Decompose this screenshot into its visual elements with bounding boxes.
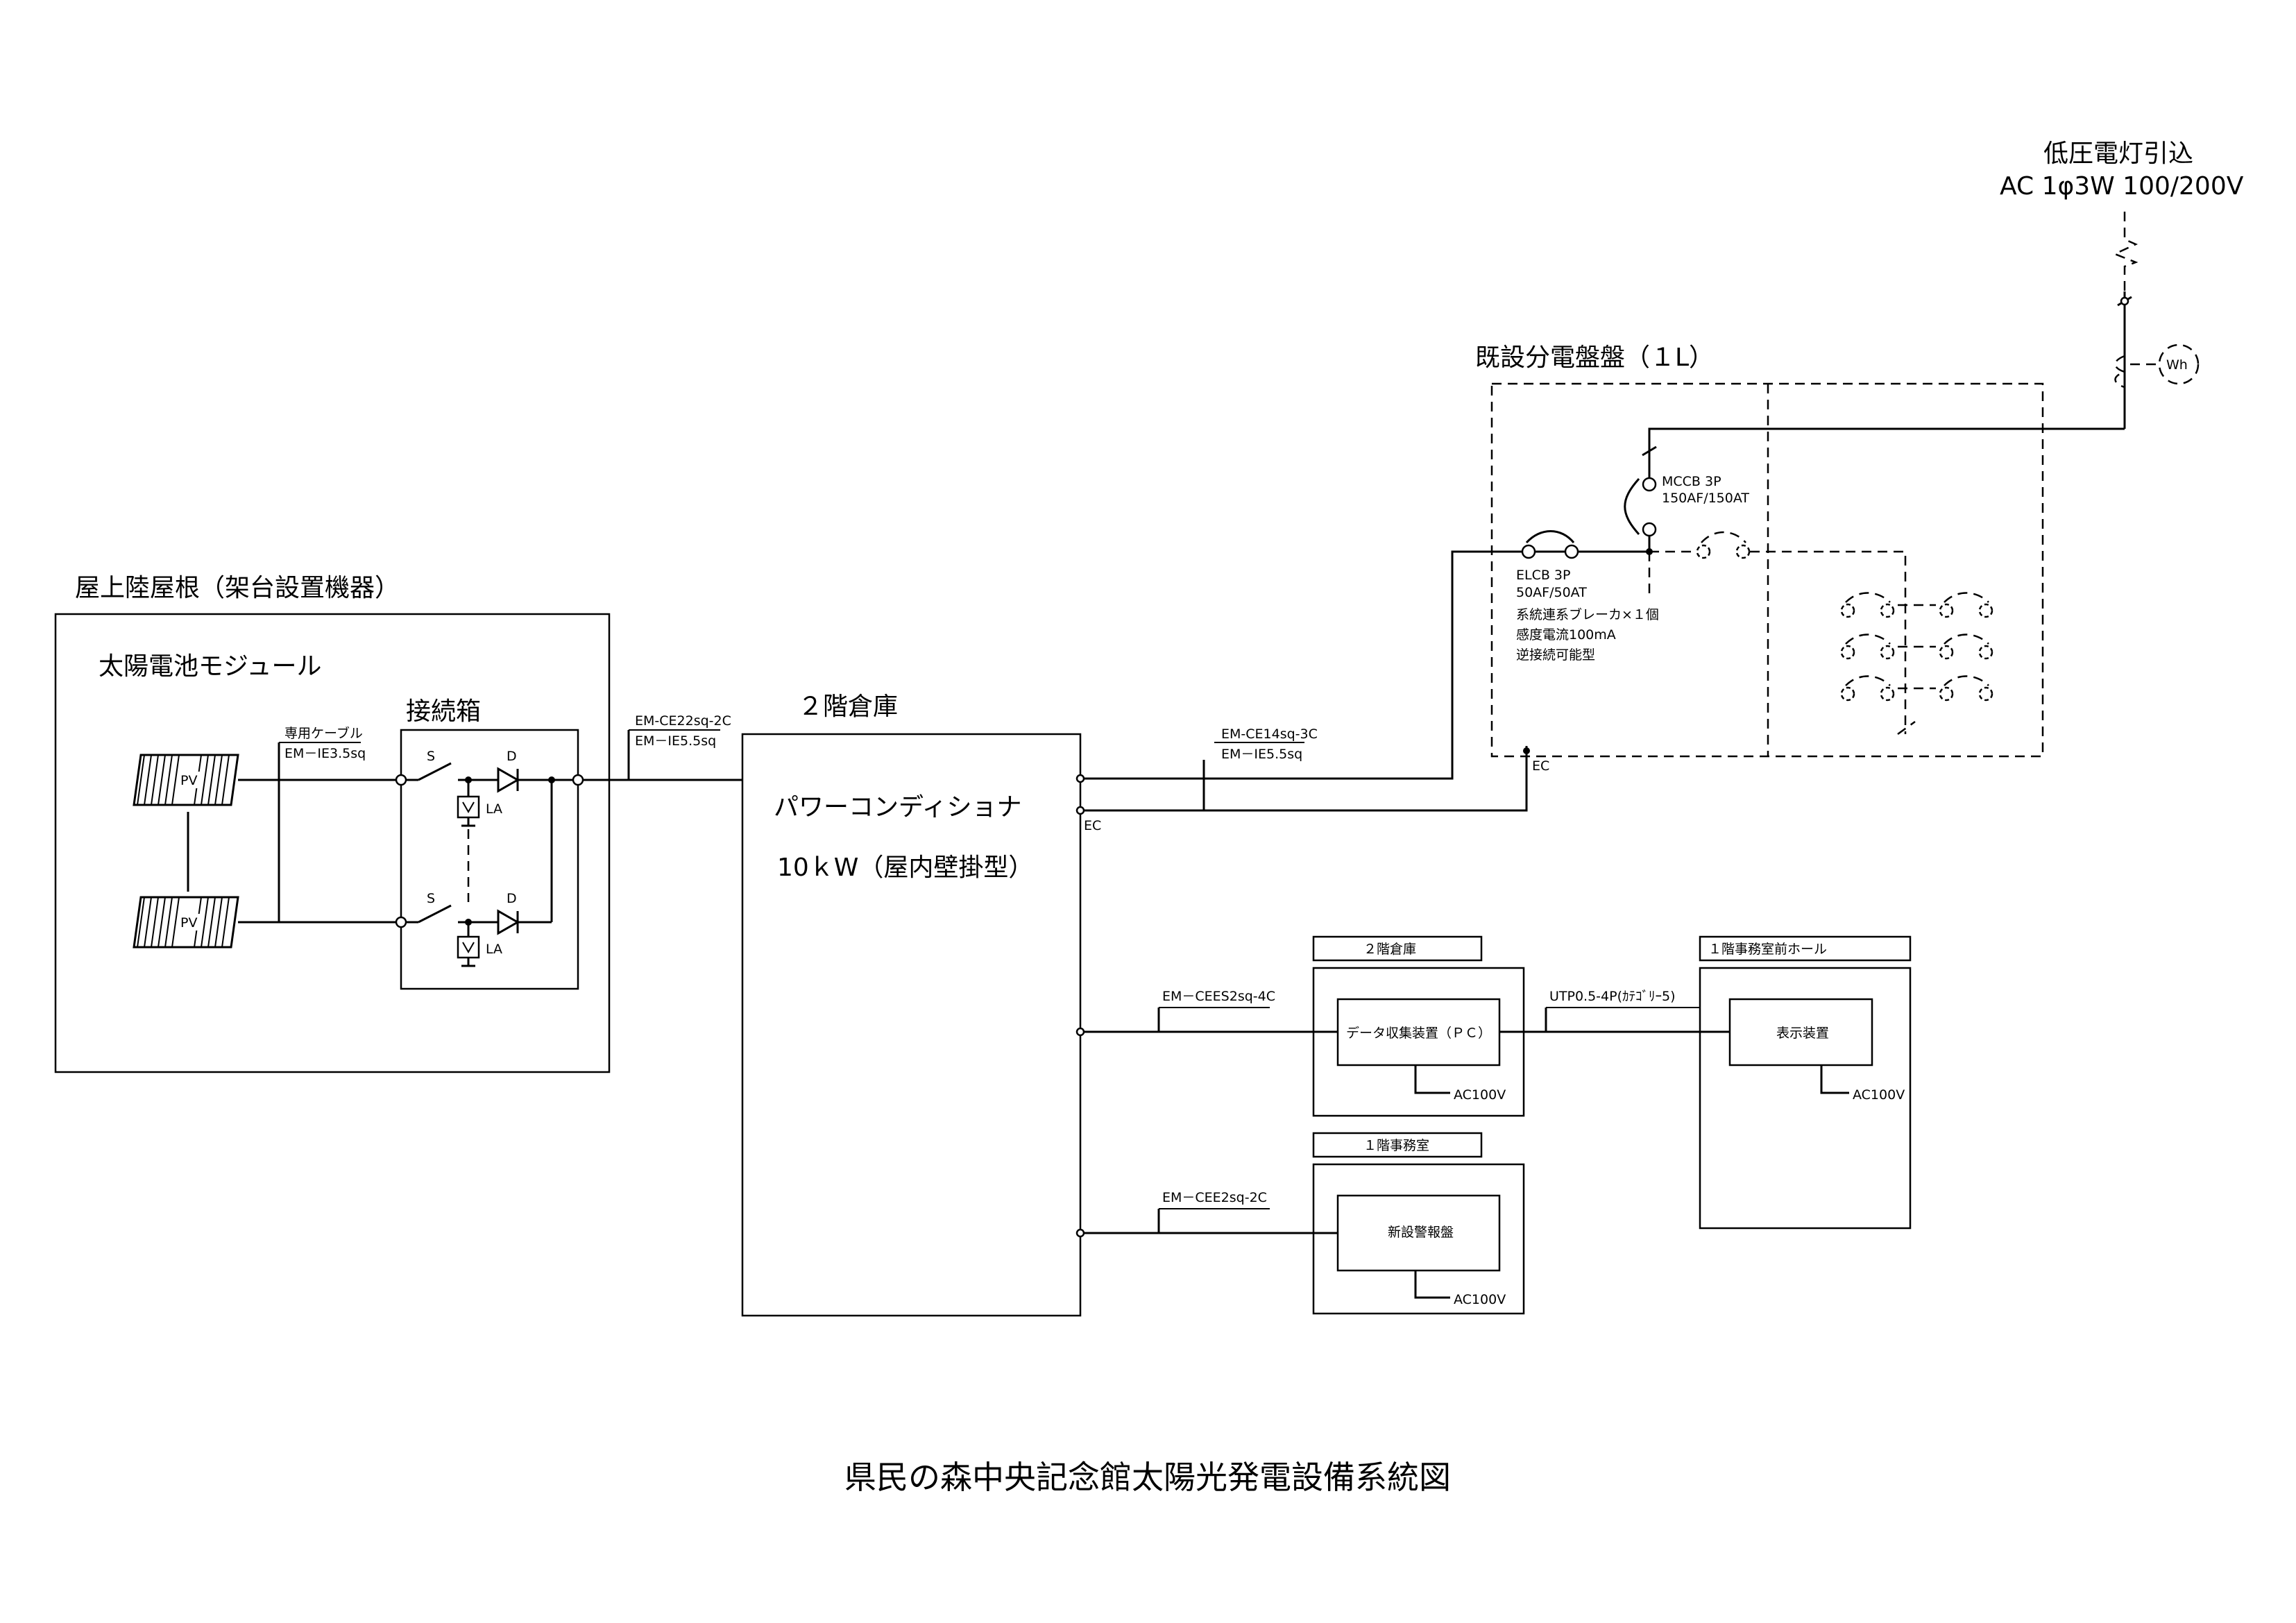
service-line2: AC 1φ3W 100/200V <box>2000 172 2244 201</box>
arrester-label-1: LA <box>486 801 502 817</box>
display-device-power: AC100V <box>1853 1087 1905 1103</box>
elcb-note-3: 逆接続可能型 <box>1516 647 1595 663</box>
service-feed <box>1648 427 2125 451</box>
rooftop-boundary <box>54 613 611 1073</box>
data-room-tag <box>1312 935 1483 962</box>
pv-label-1: PV <box>180 773 197 788</box>
display-device-label: 表示装置 <box>1776 1026 1829 1041</box>
elcb-spec-1: ELCB 3P <box>1516 568 1570 583</box>
office-box <box>1312 1163 1525 1315</box>
display-room-tag <box>1699 935 1912 962</box>
pv-cable-top: 専用ケーブル <box>284 725 363 741</box>
comm-cable-data-label: EM－CEES2sq-4C <box>1162 989 1275 1004</box>
ac-cable-to-panel <box>1084 550 1518 780</box>
existing-branch-breaker <box>1696 531 1751 559</box>
pcs-label: パワーコンディショナ <box>774 793 1021 822</box>
elcb-note-1: 系統連系ブレーカ×１個 <box>1516 606 1659 622</box>
pv-module-2: PV <box>133 896 239 949</box>
ac-cable-bottom: EM－IE5.5sq <box>1221 747 1302 762</box>
elcb-note-2: 感度電流100mA <box>1516 627 1616 643</box>
diode-label-2: D <box>507 891 517 906</box>
mccb-breaker <box>1624 451 1657 552</box>
pcs-box <box>741 733 1082 1317</box>
diode-label-1: D <box>507 749 517 764</box>
service-drop <box>2112 212 2138 291</box>
mccb-spec-2: 150AF/150AT <box>1662 491 1749 506</box>
comm-cable-alarm-label: EM－CEE2sq-2C <box>1162 1190 1267 1205</box>
dc-cable-bottom: EM－IE5.5sq <box>635 733 716 749</box>
display-room-box <box>1699 967 1912 1230</box>
pv-cable-bottom: EM－IE3.5sq <box>284 746 366 761</box>
ac-cable-top: EM-CE14sq-3C <box>1221 726 1318 742</box>
diagram-title: 県民の森中央記念館太陽光発電設備系統図 <box>844 1459 1451 1496</box>
office-tag <box>1312 1132 1483 1158</box>
display-room-title: １階事務室前ホール <box>1708 942 1827 957</box>
module-label: 太陽電池モジュール <box>99 652 321 681</box>
panel-title: 既設分電盤盤（１L） <box>1475 343 1714 372</box>
junction-box <box>400 729 579 990</box>
display-device-box <box>1728 998 1873 1067</box>
warehouse-title: ２階倉庫 <box>798 692 898 721</box>
pv-label-2: PV <box>180 915 197 931</box>
panel-ec-label: EC <box>1532 758 1549 774</box>
elcb-spec-2: 50AF/50AT <box>1516 585 1587 600</box>
data-room-box <box>1312 967 1525 1117</box>
junction-string-2: S D LA <box>395 891 552 967</box>
pcs-ec-terminal <box>1075 806 1085 815</box>
dc-cable-top: EM-CE22sq-2C <box>635 713 731 729</box>
arrester-label-2: LA <box>486 942 502 957</box>
pcs-ec-label: EC <box>1084 818 1101 833</box>
junction-output-terminal <box>572 774 584 786</box>
alarm-panel-power: AC100V <box>1454 1292 1506 1307</box>
office-title: １階事務室 <box>1363 1138 1429 1153</box>
junction-string-1: S D LA <box>395 749 578 827</box>
pcs-rating: 10ｋW（屋内壁掛型） <box>777 853 1033 882</box>
ct-coil <box>2114 355 2127 389</box>
data-collector-label: データ収集装置（ＰＣ） <box>1346 1026 1491 1041</box>
elcb-breaker <box>1521 530 1579 559</box>
meter-label: Wh <box>2166 357 2188 373</box>
lan-cable-label: UTP0.5-4P(ｶﾃｺﾞﾘｰ5) <box>1549 989 1676 1004</box>
switch-label-1: S <box>427 749 435 764</box>
mccb-spec-1: MCCB 3P <box>1662 474 1721 489</box>
data-room-title: ２階倉庫 <box>1363 942 1416 957</box>
switch-label-2: S <box>427 891 435 906</box>
service-line1: 低圧電灯引込 <box>2043 139 2193 168</box>
earth-cable-to-panel <box>1084 746 1528 812</box>
pcs-ac-terminal <box>1075 774 1085 783</box>
pv-module-1: PV <box>133 754 239 806</box>
data-collector-power: AC100V <box>1454 1087 1506 1103</box>
junction-box-title: 接続箱 <box>406 697 481 726</box>
alarm-panel-label: 新設警報盤 <box>1388 1225 1454 1240</box>
existing-breaker-array <box>1840 592 1993 736</box>
rooftop-title: 屋上陸屋根（架台設置機器） <box>75 574 400 602</box>
watt-hour-meter <box>2158 343 2200 385</box>
